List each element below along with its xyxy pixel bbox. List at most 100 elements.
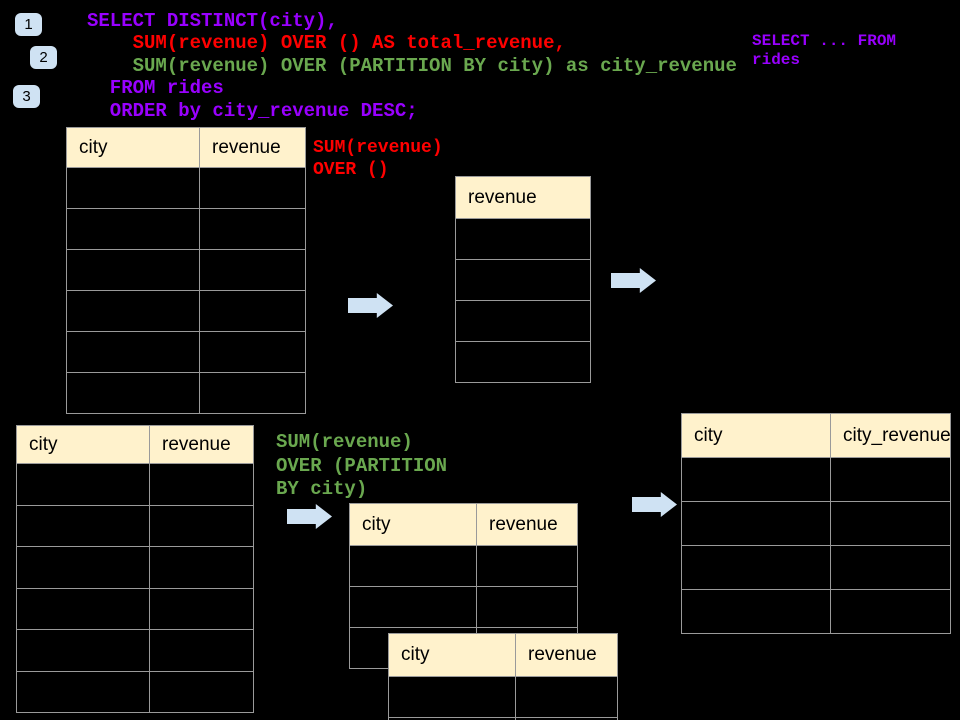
empty-cell xyxy=(149,463,254,506)
code-line: SUM(revenue) OVER () AS total_revenue, xyxy=(87,32,566,55)
empty-cell xyxy=(66,208,200,250)
code-line: FROM rides xyxy=(87,77,224,100)
empty-cell xyxy=(149,546,254,589)
step-badge-2: 2 xyxy=(30,46,57,69)
empty-cell xyxy=(476,545,578,587)
table-row xyxy=(349,545,578,587)
empty-cell xyxy=(455,341,591,383)
column-header-revenue: revenue xyxy=(515,633,618,677)
empty-cell xyxy=(149,670,254,713)
table-row xyxy=(66,208,306,250)
empty-cell xyxy=(199,249,306,291)
column-header-revenue: revenue xyxy=(199,127,306,168)
empty-cell xyxy=(830,501,951,546)
table-row xyxy=(455,341,591,383)
empty-cell xyxy=(515,676,618,718)
empty-cell xyxy=(681,457,831,502)
table-row xyxy=(66,249,306,291)
label-total-revenue: SUM(revenue)OVER () xyxy=(313,137,443,181)
column-header-revenue: revenue xyxy=(476,503,578,546)
table-row xyxy=(455,300,591,342)
empty-cell xyxy=(66,167,200,209)
empty-cell xyxy=(16,670,150,713)
table-row xyxy=(16,463,254,506)
empty-cell xyxy=(199,331,306,373)
empty-cell xyxy=(16,629,150,672)
header-row: revenue xyxy=(455,176,591,219)
empty-cell xyxy=(16,504,150,547)
column-header-city: city xyxy=(388,633,516,677)
table-row xyxy=(681,545,951,590)
code-line: ORDER by city_revenue DESC; xyxy=(87,99,418,122)
right-arrow-icon xyxy=(348,293,393,318)
empty-cell xyxy=(199,372,306,414)
empty-cell xyxy=(681,501,831,546)
table-row xyxy=(681,457,951,502)
table-row xyxy=(455,259,591,301)
code-line: BY city) xyxy=(276,478,368,500)
empty-cell xyxy=(149,629,254,672)
code-line: SUM(revenue) OVER (PARTITION BY city) as… xyxy=(87,54,737,77)
right-arrow-icon xyxy=(287,504,332,529)
table-row xyxy=(16,629,254,672)
table-row xyxy=(349,586,578,628)
column-header-city: city xyxy=(349,503,477,546)
code-line: SUM(revenue) xyxy=(313,138,443,158)
right-arrow-icon xyxy=(632,492,677,517)
table-row xyxy=(66,290,306,332)
empty-cell xyxy=(455,218,591,260)
table-row xyxy=(388,717,618,720)
code-line: SELECT DISTINCT(city), xyxy=(87,10,338,32)
empty-cell xyxy=(830,545,951,590)
code-line: OVER (PARTITION xyxy=(276,454,448,477)
empty-cell xyxy=(199,167,306,209)
empty-cell xyxy=(16,546,150,589)
column-header-revenue: revenue xyxy=(455,176,591,219)
code-line: SELECT ... FROM xyxy=(752,32,897,50)
column-header-city: city xyxy=(681,413,831,458)
code-line: rides xyxy=(752,51,801,69)
empty-cell xyxy=(455,259,591,301)
empty-cell xyxy=(515,717,618,720)
empty-cell xyxy=(681,545,831,590)
table-row xyxy=(16,504,254,547)
table-row xyxy=(455,218,591,260)
empty-cell xyxy=(349,545,477,587)
column-header-city_revenue: city_revenue xyxy=(830,413,951,458)
empty-cell xyxy=(66,249,200,291)
empty-cell xyxy=(16,463,150,506)
table-row xyxy=(66,167,306,209)
column-header-city: city xyxy=(66,127,200,168)
empty-cell xyxy=(681,589,831,634)
table-row xyxy=(16,546,254,589)
empty-cell xyxy=(455,300,591,342)
table-row xyxy=(16,670,254,713)
step-badge-1: 1 xyxy=(15,13,42,36)
empty-cell xyxy=(349,586,477,628)
empty-cell xyxy=(149,504,254,547)
empty-cell xyxy=(149,587,254,630)
sql-query-main: SELECT DISTINCT(city), SUM(revenue) OVER… xyxy=(87,10,737,122)
empty-cell xyxy=(830,457,951,502)
table-row xyxy=(388,676,618,718)
code-line: OVER () xyxy=(313,160,389,180)
empty-cell xyxy=(199,290,306,332)
right-arrow-icon xyxy=(611,268,656,293)
table-row xyxy=(66,331,306,373)
column-header-city: city xyxy=(16,425,150,464)
empty-cell xyxy=(16,587,150,630)
column-header-revenue: revenue xyxy=(149,425,254,464)
empty-cell xyxy=(66,331,200,373)
table-row xyxy=(681,501,951,546)
